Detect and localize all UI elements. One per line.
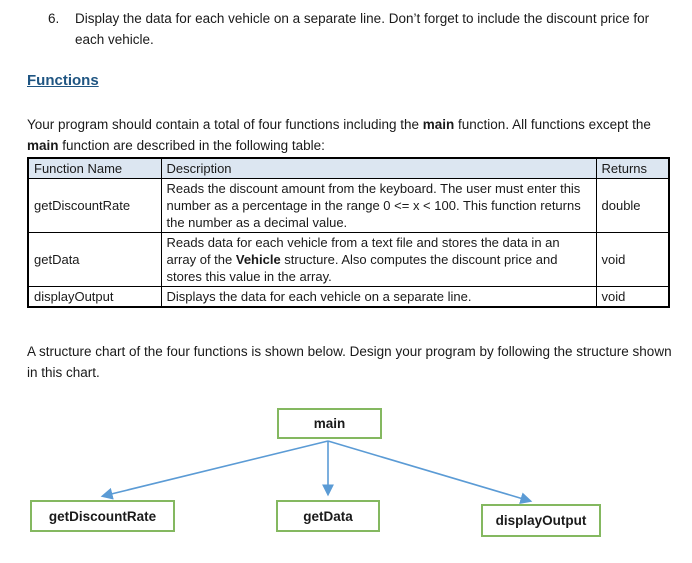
cell-function-name: displayOutput	[27, 286, 162, 308]
functions-heading: Functions	[27, 72, 99, 89]
desc-bold-vehicle: Vehicle	[235, 252, 281, 267]
arrow-main-to-getdiscountrate	[100, 440, 329, 500]
cell-description: Reads the discount amount from the keybo…	[160, 178, 597, 233]
cell-function-name: getData	[27, 232, 162, 287]
intro-paragraph: Your program should contain a total of f…	[27, 114, 677, 156]
cell-function-name: getDiscountRate	[27, 178, 162, 233]
intro-part2: function. All functions except the	[454, 116, 651, 132]
table-row-displayoutput: displayOutput Displays the data for each…	[27, 286, 670, 308]
desc-part2: structure. Also computes the discount pr…	[166, 252, 558, 284]
cell-returns: void	[595, 286, 670, 308]
cell-description: Displays the data for each vehicle on a …	[160, 286, 597, 308]
intro-bold-main-1: main	[422, 116, 455, 132]
intro-bold-main-2: main	[27, 137, 59, 153]
intro-part3: function are described in the following …	[58, 137, 325, 153]
functions-table: Function Name Description Returns getDis…	[27, 157, 670, 308]
header-returns: Returns	[595, 157, 670, 179]
list-item-6: 6. Display the data for each vehicle on …	[48, 8, 660, 50]
list-item-number: 6.	[48, 11, 60, 26]
intro-part1: Your program should contain a total of f…	[27, 116, 423, 132]
desc-part1: Reads data for each vehicle from a text …	[166, 235, 560, 267]
header-function-name: Function Name	[27, 157, 162, 179]
table-header-row: Function Name Description Returns	[27, 157, 670, 179]
list-item-text: Display the data for each vehicle on a s…	[75, 11, 650, 47]
chart-node-getdata: getData	[276, 500, 380, 532]
chart-node-main: main	[277, 408, 382, 439]
cell-description: Reads data for each vehicle from a text …	[160, 232, 597, 287]
cell-returns: double	[595, 178, 670, 233]
structure-chart-paragraph: A structure chart of the four functions …	[27, 343, 672, 380]
header-description: Description	[160, 157, 597, 179]
cell-returns: void	[595, 232, 670, 287]
chart-node-displayoutput: displayOutput	[481, 504, 601, 537]
chart-node-getdiscountrate: getDiscountRate	[30, 500, 175, 532]
table-row-getdata: getData Reads data for each vehicle from…	[27, 232, 670, 287]
table-row-getdiscountrate: getDiscountRate Reads the discount amoun…	[27, 178, 670, 233]
arrow-main-to-displayoutput	[327, 440, 533, 505]
